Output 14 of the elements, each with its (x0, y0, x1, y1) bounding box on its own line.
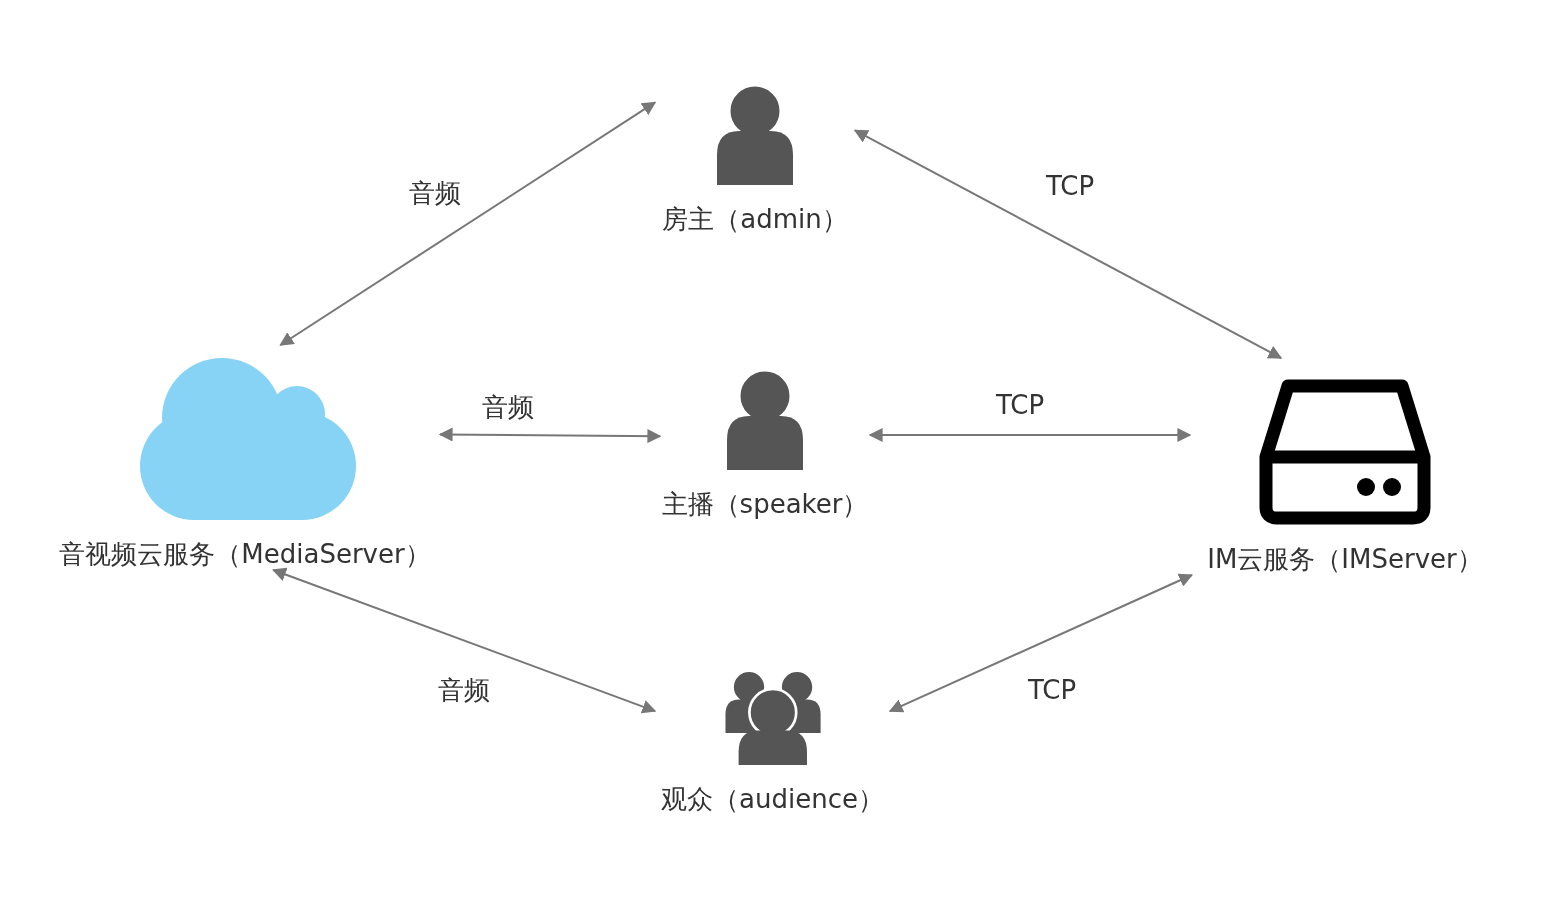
arrow (279, 101, 657, 346)
node-label: 观众（audience） (661, 783, 884, 815)
arrow (272, 567, 657, 714)
arrow (438, 427, 662, 444)
node-label: 音视频云服务（MediaServer） (59, 538, 431, 570)
arrow (853, 129, 1283, 359)
node-label: 主播（speaker） (661, 488, 869, 520)
edge-label: 音频 (406, 178, 464, 208)
arrow (868, 428, 1192, 442)
edge-label: 音频 (479, 392, 537, 422)
arrow (888, 573, 1194, 713)
node-label: IM云服务（IMServer） (1207, 543, 1483, 575)
edge-label: 音频 (435, 675, 493, 705)
node-label: 房主（admin） (662, 203, 848, 235)
